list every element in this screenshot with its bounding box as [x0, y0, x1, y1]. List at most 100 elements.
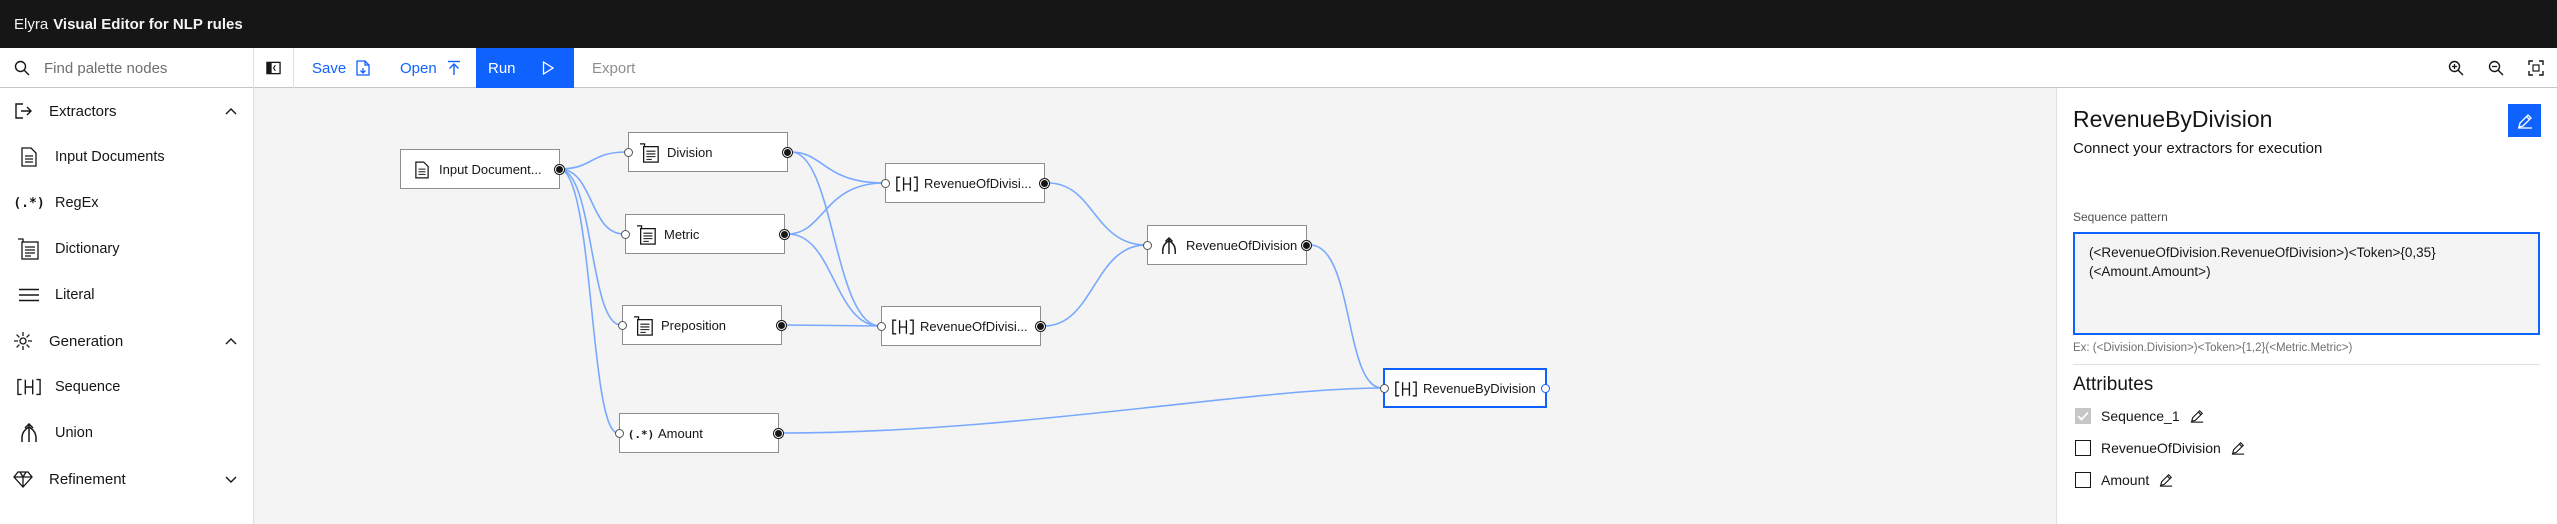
divider — [2073, 364, 2540, 365]
output-port[interactable] — [1302, 241, 1311, 250]
app-title: Visual Editor for NLP rules — [53, 15, 243, 33]
node-revenue-of-division-1[interactable]: RevenueOfDivisi... — [881, 163, 1049, 203]
union-icon — [17, 422, 41, 444]
zoom-out-button[interactable] — [2476, 48, 2516, 88]
properties-panel: RevenueByDivision Connect your extractor… — [2056, 88, 2557, 524]
attribute-checkbox[interactable] — [2075, 472, 2091, 488]
link — [1047, 182, 1147, 246]
node-label: RevenueOfDivisi... — [920, 318, 1028, 334]
output-port[interactable] — [777, 321, 786, 330]
generation-icon — [13, 331, 33, 351]
literal-icon — [17, 284, 41, 306]
run-button[interactable]: Run — [476, 48, 574, 88]
edit-icon — [2517, 113, 2532, 129]
search-icon — [14, 60, 30, 76]
input-port[interactable] — [1380, 384, 1389, 393]
dictionary-icon — [636, 224, 658, 246]
category-generation[interactable]: Generation — [0, 318, 254, 364]
output-port[interactable] — [1040, 179, 1049, 188]
panel-title: RevenueByDivision — [2073, 106, 2273, 132]
output-port[interactable] — [780, 230, 789, 239]
link — [558, 151, 628, 170]
attribute-checkbox[interactable] — [2075, 408, 2091, 424]
diamond-icon — [13, 469, 33, 489]
node-amount[interactable]: (.*) Amount — [615, 413, 783, 453]
input-port[interactable] — [877, 322, 886, 331]
link — [558, 168, 625, 235]
output-port[interactable] — [1541, 384, 1550, 393]
node-input-documents[interactable]: Input Document... — [400, 149, 564, 189]
export-label: Export — [592, 59, 636, 77]
toggle-palette-button[interactable] — [254, 48, 294, 88]
pattern-helper-text: Ex: (<Division.Division>)<Token>{1,2}(<M… — [2073, 342, 2353, 354]
edit-attribute-button[interactable] — [2190, 409, 2204, 423]
input-port[interactable] — [621, 230, 630, 239]
chevron-down-icon — [225, 476, 237, 483]
fit-to-screen-icon — [2528, 60, 2544, 76]
input-port[interactable] — [615, 429, 624, 438]
fit-to-screen-button[interactable] — [2516, 48, 2556, 88]
input-port[interactable] — [624, 148, 633, 157]
node-preposition[interactable]: Preposition — [618, 305, 786, 345]
side-panel-icon — [266, 61, 281, 75]
input-port[interactable] — [618, 321, 627, 330]
link — [790, 151, 885, 184]
link — [787, 182, 885, 235]
node-label: Amount — [658, 425, 703, 441]
zoom-in-button[interactable] — [2436, 48, 2476, 88]
palette-item-dictionary[interactable]: Dictionary — [0, 226, 254, 272]
dictionary-icon — [633, 315, 655, 337]
app-brand: Elyra — [14, 15, 49, 33]
output-port[interactable] — [783, 148, 792, 157]
category-label: Extractors — [49, 102, 117, 120]
node-division[interactable]: Division — [624, 132, 792, 172]
link — [784, 324, 881, 327]
input-port[interactable] — [881, 179, 890, 188]
category-extractors[interactable]: Extractors — [0, 88, 254, 134]
node-label: RevenueOfDivision — [1186, 237, 1298, 253]
save-label: Save — [312, 59, 347, 77]
palette-item-input-documents[interactable]: Input Documents — [0, 134, 254, 180]
edit-node-button[interactable] — [2508, 104, 2541, 137]
node-metric[interactable]: Metric — [621, 214, 789, 254]
union-icon — [1158, 235, 1180, 257]
palette-search — [0, 48, 254, 88]
palette-sidebar: Extractors Input Documents (.*) RegEx Di… — [0, 88, 254, 524]
attribute-row: Amount — [2075, 470, 2173, 490]
sequence-icon — [896, 173, 918, 195]
output-port[interactable] — [774, 429, 783, 438]
save-icon — [356, 60, 370, 76]
output-port[interactable] — [555, 165, 564, 174]
export-button[interactable]: Export — [580, 48, 647, 88]
link — [787, 233, 881, 327]
palette-item-literal[interactable]: Literal — [0, 272, 254, 318]
zoom-out-icon — [2488, 60, 2504, 76]
edit-attribute-button[interactable] — [2159, 473, 2173, 487]
category-refinement[interactable]: Refinement — [0, 456, 254, 502]
node-revenue-of-division-2[interactable]: RevenueOfDivisi... — [877, 306, 1045, 346]
palette-item-union[interactable]: Union — [0, 410, 254, 456]
input-port[interactable] — [1143, 241, 1152, 250]
attribute-label: Amount — [2101, 472, 2150, 488]
palette-item-label: Sequence — [55, 379, 121, 395]
edit-attribute-button[interactable] — [2231, 441, 2245, 455]
palette-item-regex[interactable]: (.*) RegEx — [0, 180, 254, 226]
dictionary-icon — [17, 238, 41, 260]
node-revenue-of-division-union[interactable]: RevenueOfDivision — [1143, 225, 1311, 265]
node-revenue-by-division[interactable]: RevenueByDivision — [1380, 368, 1550, 408]
save-button[interactable]: Save — [300, 48, 382, 88]
node-label: RevenueByDivision — [1423, 380, 1536, 396]
open-button[interactable]: Open — [388, 48, 473, 88]
toolbar: Save Open Run Export — [0, 48, 2557, 88]
attribute-checkbox[interactable] — [2075, 440, 2091, 456]
search-input[interactable] — [44, 59, 244, 77]
output-port[interactable] — [1036, 322, 1045, 331]
link — [1309, 244, 1383, 389]
pipeline-canvas[interactable]: Input Document... Division Metric — [254, 88, 2056, 524]
palette-item-sequence[interactable]: Sequence — [0, 364, 254, 410]
palette-item-label: Union — [55, 425, 93, 441]
attribute-row: RevenueOfDivision — [2075, 438, 2245, 458]
sequence-pattern-textarea[interactable]: (<RevenueOfDivision.RevenueOfDivision>)<… — [2073, 232, 2540, 335]
node-label: Division — [667, 144, 713, 160]
category-label: Generation — [49, 332, 124, 350]
